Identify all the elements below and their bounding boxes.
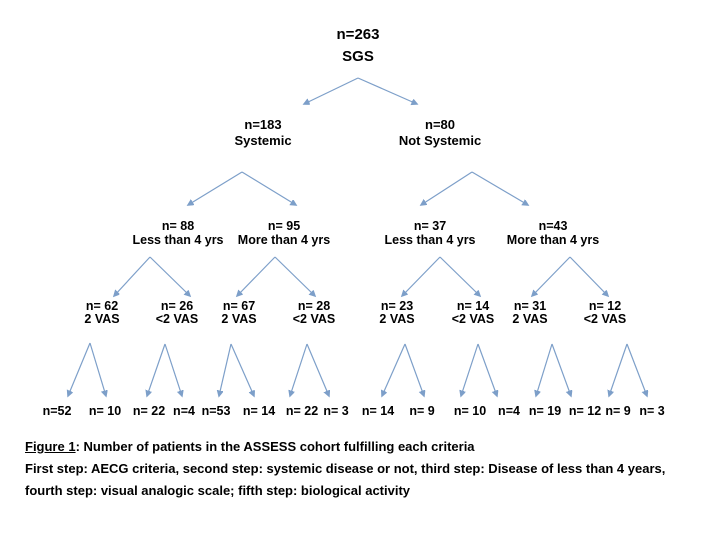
- arrow-notsystemic-right: [471, 171, 528, 205]
- arrow-root-right: [357, 77, 417, 104]
- leaf-count-9: n= 14: [361, 404, 395, 418]
- node-label: <2 VAS: [292, 312, 336, 326]
- leaf-count-1: n=52: [42, 404, 72, 418]
- arrow-n67-right: [230, 343, 254, 396]
- leaf-count-15: n= 9: [605, 404, 631, 418]
- arrow-n26-left: [147, 343, 166, 396]
- tree-node-less4-systemic: n= 88 Less than 4 yrs: [132, 219, 223, 247]
- arrow-n62-left: [68, 342, 91, 396]
- tree-node-more4-notsystemic: n=43 More than 4 yrs: [507, 219, 599, 247]
- caption-line-2: First step: AECG criteria, second step: …: [25, 461, 666, 476]
- tree-node-root: n=263 SGS: [337, 24, 380, 68]
- caption-line-1-text: : Number of patients in the ASSESS cohor…: [75, 439, 475, 454]
- leaf-count-3: n= 22: [132, 404, 166, 418]
- arrow-n12-right: [626, 343, 647, 396]
- leaf-count-11: n= 10: [453, 404, 487, 418]
- node-label: 2 VAS: [379, 312, 415, 326]
- tree-node-vas-6: n= 14 <2 VAS: [452, 300, 495, 326]
- leaf-count-7: n= 22: [285, 404, 319, 418]
- arrow-n43-left: [532, 256, 571, 296]
- arrow-n23-right: [404, 343, 424, 396]
- node-count: n= 23: [380, 299, 414, 313]
- leaf-count-10: n= 9: [409, 404, 435, 418]
- leaf-count-4: n=4: [173, 404, 195, 418]
- node-label: Less than 4 yrs: [384, 233, 476, 247]
- node-label: 2 VAS: [84, 312, 120, 326]
- tree-node-not-systemic: n=80 Not Systemic: [399, 117, 481, 149]
- node-label: <2 VAS: [451, 312, 495, 326]
- node-count: n= 26: [160, 299, 194, 313]
- leaf-count-16: n= 3: [639, 404, 665, 418]
- tree-node-more4-systemic: n= 95 More than 4 yrs: [238, 219, 330, 247]
- node-count: n= 14: [456, 299, 490, 313]
- node-count: n= 95: [267, 219, 301, 233]
- tree-node-less4-notsystemic: n= 37 Less than 4 yrs: [384, 219, 475, 247]
- caption-line-1: Figure 1: Number of patients in the ASSE…: [25, 436, 665, 458]
- arrow-n67-left: [219, 343, 232, 396]
- node-count: n= 12: [588, 299, 622, 313]
- node-count: n=43: [538, 219, 568, 233]
- leaf-count-13: n= 19: [528, 404, 562, 418]
- node-count: n=183: [244, 117, 282, 132]
- arrow-n62-right: [89, 342, 106, 396]
- tree-node-vas-1: n= 62 2 VAS: [84, 300, 119, 326]
- leaf-count-6: n= 14: [242, 404, 276, 418]
- figure-label: Figure 1: [25, 439, 76, 454]
- node-label: 2 VAS: [221, 312, 257, 326]
- node-count: n= 62: [85, 299, 119, 313]
- tree-node-systemic: n=183 Systemic: [234, 117, 291, 149]
- node-label: 2 VAS: [512, 312, 548, 326]
- node-count: n= 88: [161, 219, 195, 233]
- node-label: Less than 4 yrs: [132, 233, 224, 247]
- leaf-count-5: n=53: [201, 404, 231, 418]
- arrow-n37-left: [402, 256, 441, 296]
- leaf-count-2: n= 10: [88, 404, 122, 418]
- tree-node-vas-7: n= 31 2 VAS: [512, 300, 547, 326]
- node-count: n= 28: [297, 299, 331, 313]
- arrow-n14-right: [477, 343, 497, 396]
- leaf-count-12: n=4: [498, 404, 520, 418]
- tree-node-vas-4: n= 28 <2 VAS: [293, 300, 336, 326]
- arrow-n31-left: [536, 343, 553, 396]
- tree-node-vas-5: n= 23 2 VAS: [379, 300, 414, 326]
- arrow-n12-left: [609, 343, 628, 396]
- node-label: More than 4 yrs: [237, 233, 331, 247]
- arrow-n43-right: [569, 256, 608, 296]
- node-count: n= 67: [222, 299, 256, 313]
- arrow-systemic-left: [188, 171, 243, 205]
- arrow-n37-right: [439, 256, 480, 296]
- node-label: SGS: [342, 48, 374, 65]
- node-count: n=80: [425, 117, 455, 132]
- node-label: Systemic: [234, 133, 292, 148]
- arrow-n95-right: [274, 256, 315, 296]
- leaf-count-8: n= 3: [323, 404, 349, 418]
- arrow-n23-left: [382, 343, 406, 396]
- node-label: <2 VAS: [155, 312, 199, 326]
- node-label: More than 4 yrs: [506, 233, 600, 247]
- arrow-n28-right: [306, 343, 329, 396]
- leaf-count-14: n= 12: [568, 404, 602, 418]
- tree-node-vas-3: n= 67 2 VAS: [221, 300, 256, 326]
- figure-caption: Figure 1: Number of patients in the ASSE…: [25, 436, 665, 502]
- node-label: Not Systemic: [398, 133, 482, 148]
- arrow-n88-right: [149, 256, 190, 296]
- arrow-notsystemic-left: [421, 171, 473, 205]
- node-count: n= 31: [513, 299, 547, 313]
- arrow-root-left: [304, 77, 359, 104]
- arrow-n31-right: [551, 343, 571, 396]
- arrow-systemic-right: [241, 171, 296, 205]
- caption-line-3: fourth step: visual analogic scale; fift…: [25, 483, 411, 498]
- arrow-n88-left: [114, 256, 151, 296]
- tree-node-vas-2: n= 26 <2 VAS: [156, 300, 199, 326]
- arrow-n26-right: [164, 343, 182, 396]
- arrow-n28-left: [290, 343, 308, 396]
- arrow-n95-left: [237, 256, 276, 296]
- node-count: n= 37: [413, 219, 447, 233]
- arrow-n14-left: [461, 343, 479, 396]
- node-count: n=263: [336, 26, 380, 43]
- tree-node-vas-8: n= 12 <2 VAS: [584, 300, 627, 326]
- node-label: <2 VAS: [583, 312, 627, 326]
